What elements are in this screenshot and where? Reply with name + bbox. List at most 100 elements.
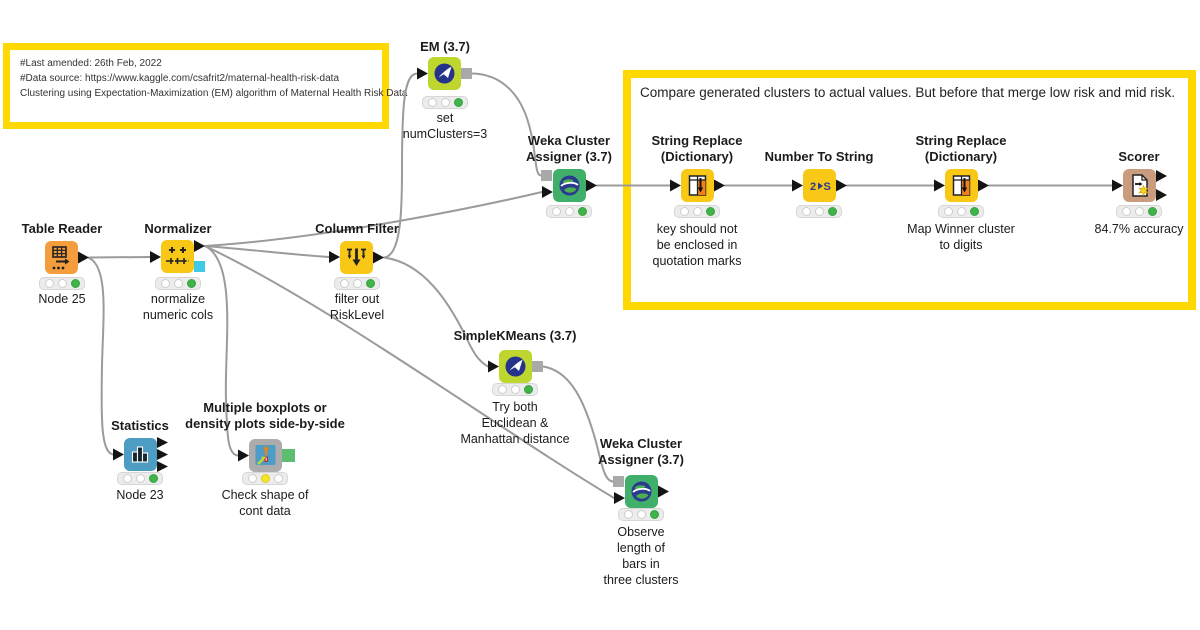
- connection-normalizer-columnfilter[interactable]: [204, 245, 330, 258]
- data-in-port: [614, 492, 625, 504]
- node-string-replace-2[interactable]: [945, 169, 978, 202]
- globe-icon: [559, 175, 580, 196]
- status-dot: [497, 385, 507, 394]
- node-caption: Map Winner cluster to digits: [907, 222, 1015, 252]
- data-out-port: [714, 179, 725, 192]
- node-title: EM (3.7): [420, 39, 470, 54]
- connection-normalizer-wekatop[interactable]: [204, 191, 543, 247]
- node-caption: Observe length of bars in three clusters: [603, 525, 679, 587]
- model-out-port: [532, 361, 543, 372]
- data-in-port: [1112, 179, 1123, 192]
- node-weka-cluster-assigner-bottom[interactable]: [625, 475, 658, 508]
- status-dot: [135, 474, 145, 483]
- status-dot: [365, 279, 375, 288]
- status-dot: [969, 207, 979, 216]
- data-in-port: [670, 179, 681, 192]
- node-title: Weka Cluster Assigner (3.7): [598, 436, 684, 467]
- connection-em-wekatop-model[interactable]: [471, 72, 542, 177]
- weka-bird-icon: [505, 356, 526, 377]
- column-filter-icon: [347, 248, 366, 266]
- number-to-string-icon: 2 S: [810, 181, 831, 193]
- annotation-line: #Last amended: 26th Feb, 2022: [20, 58, 162, 69]
- data-in-port: [792, 179, 803, 192]
- data-in-port: [542, 186, 553, 198]
- connection-tablereader-statistics[interactable]: [88, 257, 114, 456]
- data-out-port: [1156, 189, 1167, 201]
- dictionary-replace-icon: [952, 175, 971, 196]
- status-dot: [705, 207, 715, 216]
- svg-text:2: 2: [810, 181, 816, 193]
- status-dot: [801, 207, 811, 216]
- node-string-replace-1[interactable]: [681, 169, 714, 202]
- connection-normalizer-boxplots[interactable]: [204, 245, 239, 457]
- data-out-port: [78, 251, 89, 264]
- node-simple-kmeans[interactable]: [499, 350, 532, 383]
- status-light: [155, 277, 201, 290]
- node-caption: filter out RiskLevel: [329, 292, 385, 322]
- status-dot: [692, 207, 702, 216]
- node-table-reader[interactable]: [45, 241, 78, 274]
- status-dot: [160, 279, 170, 288]
- node-title: Normalizer: [144, 221, 212, 236]
- status-light: [1116, 205, 1162, 218]
- dictionary-replace-icon: [688, 175, 707, 196]
- model-in-port: [613, 476, 624, 487]
- node-normalizer[interactable]: [161, 240, 194, 273]
- data-out-port: [836, 179, 847, 192]
- connection-simplekmeans-wekabottom-model[interactable]: [542, 365, 614, 483]
- status-dot: [1134, 207, 1144, 216]
- node-title: Column Filter: [315, 221, 399, 236]
- node-caption: Node 23: [116, 488, 164, 502]
- connection-columnfilter-em[interactable]: [383, 72, 418, 259]
- data-out-port: [157, 461, 168, 472]
- data-out-port: [1156, 170, 1167, 182]
- connection-tablereader-normalizer[interactable]: [88, 256, 151, 259]
- node-weka-cluster-assigner-top[interactable]: [553, 169, 586, 202]
- histogram-icon: [131, 446, 149, 463]
- annotation-line: Clustering using Expectation-Maximizatio…: [20, 88, 408, 99]
- node-statistics[interactable]: [124, 438, 157, 471]
- node-column-filter[interactable]: [340, 241, 373, 274]
- status-dot: [352, 279, 362, 288]
- status-light: [796, 205, 842, 218]
- status-dot: [122, 474, 132, 483]
- status-dot: [1121, 207, 1131, 216]
- node-title: String Replace (Dictionary): [915, 133, 1007, 164]
- status-dot: [814, 207, 824, 216]
- node-caption: Try both Euclidean & Manhattan distance: [460, 400, 570, 446]
- status-dot: [623, 510, 633, 519]
- status-dot: [44, 279, 54, 288]
- node-scorer[interactable]: [1123, 169, 1156, 202]
- node-boxplots-component[interactable]: [249, 439, 282, 472]
- status-light: [334, 277, 380, 290]
- status-light: [546, 205, 592, 218]
- connection-columnfilter-simplekmeans[interactable]: [383, 256, 489, 368]
- status-dot: [1147, 207, 1157, 216]
- svg-text:S: S: [824, 181, 831, 193]
- status-light: [674, 205, 720, 218]
- data-out-port: [978, 179, 989, 192]
- status-light: [422, 96, 468, 109]
- connection-normalizer-wekabottom[interactable]: [204, 245, 615, 499]
- data-out-port: [157, 437, 168, 448]
- data-in-port: [329, 251, 340, 263]
- node-title: Statistics: [111, 418, 169, 433]
- node-title: Multiple boxplots or density plots side-…: [185, 400, 345, 431]
- annotation-compare-note[interactable]: Compare generated clusters to actual val…: [623, 70, 1196, 310]
- model-in-port: [541, 170, 552, 181]
- status-dot: [636, 510, 646, 519]
- annotation-workflow-notes[interactable]: #Last amended: 26th Feb, 2022 #Data sour…: [3, 43, 408, 129]
- status-light: [117, 472, 163, 485]
- globe-icon: [631, 481, 652, 502]
- status-dot: [247, 474, 257, 483]
- data-out-port: [586, 179, 597, 192]
- status-dot: [649, 510, 659, 519]
- node-em[interactable]: [428, 57, 461, 90]
- node-number-to-string[interactable]: 2 S: [803, 169, 836, 202]
- data-out-port: [194, 240, 205, 252]
- status-dot: [679, 207, 689, 216]
- status-dot: [827, 207, 837, 216]
- status-light: [242, 472, 288, 485]
- status-dot: [564, 207, 574, 216]
